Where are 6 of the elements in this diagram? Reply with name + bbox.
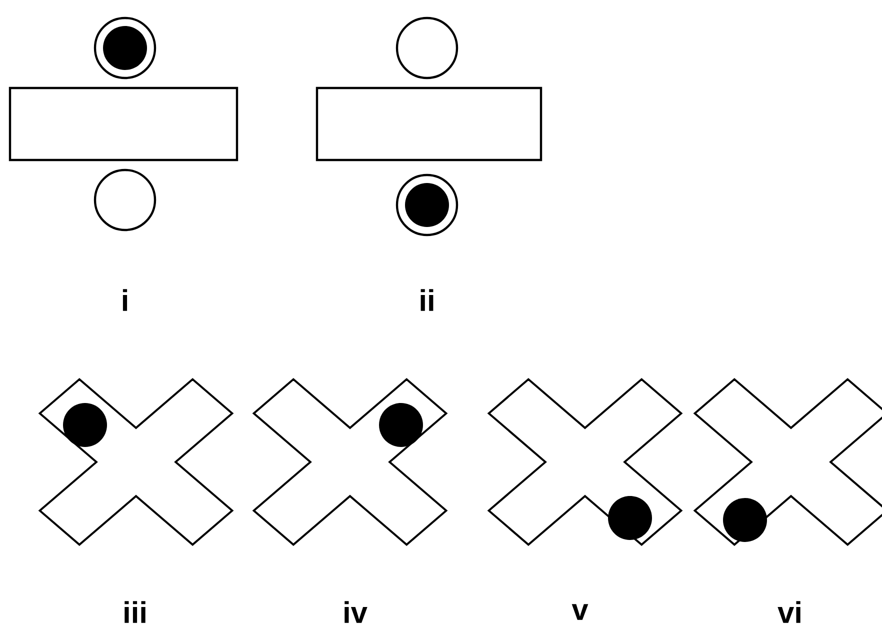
figure-label: ii (420, 289, 434, 311)
figure-label: v (572, 604, 588, 620)
figure-label: vi (778, 601, 800, 623)
figure-label: iv (344, 601, 368, 623)
figure-label: i (122, 289, 128, 311)
figure-label: iii (124, 601, 146, 623)
